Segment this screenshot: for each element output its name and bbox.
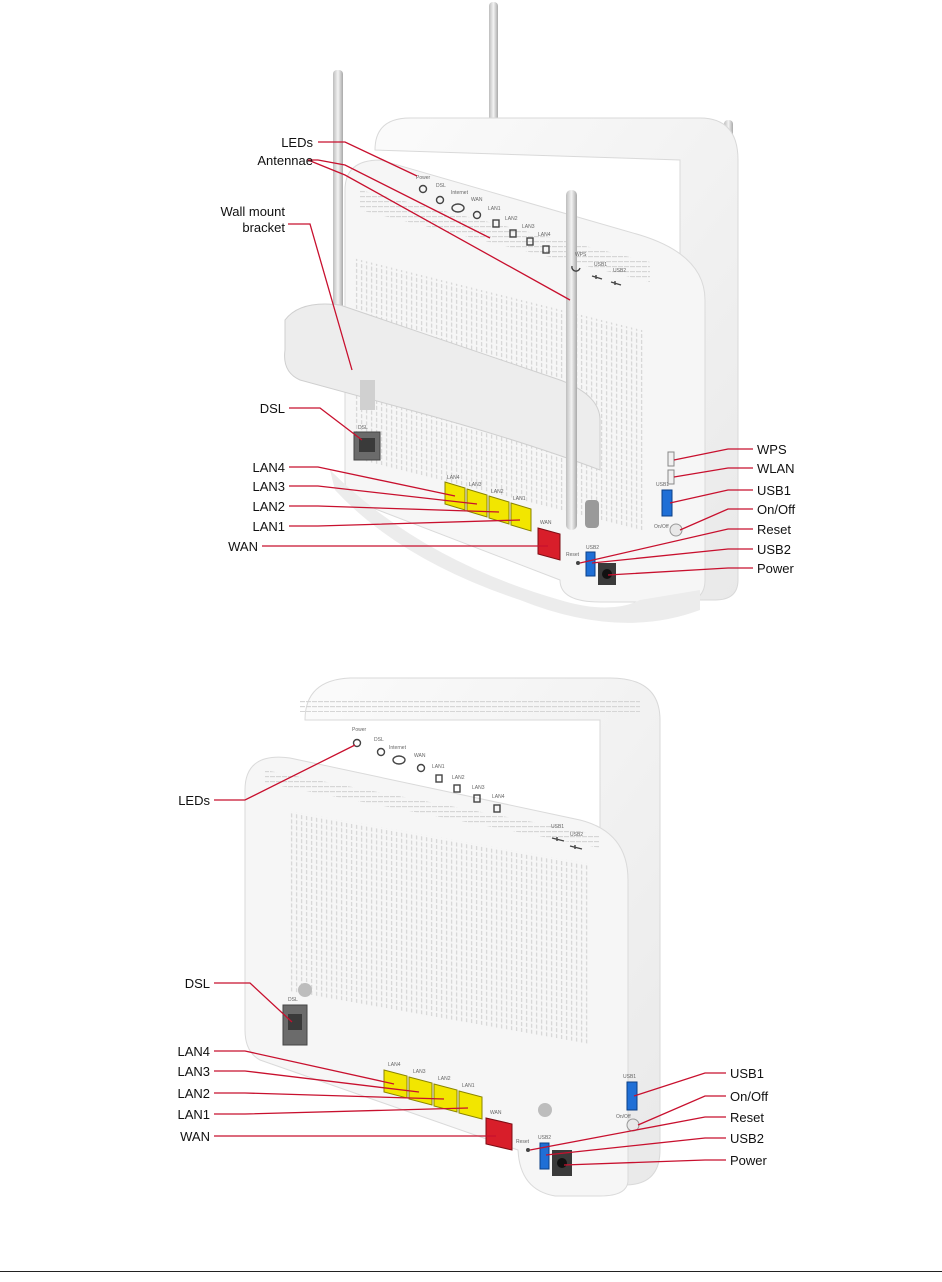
port-label-usb1-bottom: USB1 — [623, 1074, 636, 1080]
callout-top-usb1: USB1 — [757, 483, 791, 498]
callout-bottom-leds: LEDs — [178, 793, 210, 808]
port-label-lan1-bottom: LAN1 — [462, 1083, 475, 1089]
callout-top-antennae: Antennae — [257, 153, 313, 168]
top-router-illustration: Power DSL Internet WAN LAN1 LAN2 LAN3 LA… — [285, 2, 738, 623]
callout-top-wlan: WLAN — [757, 461, 795, 476]
foot-left — [298, 983, 312, 997]
led-label-usb2: USB2 — [613, 268, 626, 274]
callout-top-wan: WAN — [228, 539, 258, 554]
port-label-lan2-bottom: LAN2 — [438, 1076, 451, 1082]
wan-port — [538, 528, 560, 560]
bracket-arm — [360, 380, 375, 410]
port-label-onoff: On/Off — [654, 524, 669, 530]
callout-top-wall-mount-line2: bracket — [242, 220, 285, 235]
port-label-lan3: LAN3 — [469, 482, 482, 488]
callout-top-wps: WPS — [757, 442, 787, 457]
callout-bottom-reset: Reset — [730, 1110, 764, 1125]
internet-led-icon-bottom — [393, 756, 405, 764]
callout-bottom-usb1: USB1 — [730, 1066, 764, 1081]
wan-port-bottom — [486, 1118, 512, 1150]
led-label-lan4: LAN4 — [538, 232, 551, 238]
usb2-port — [586, 552, 595, 576]
port-label-lan4: LAN4 — [447, 475, 460, 481]
callout-bottom-lan2: LAN2 — [177, 1086, 210, 1101]
led-label-wps: WPS — [575, 252, 587, 258]
dsl-led-icon-bottom — [378, 749, 385, 756]
led-label-power-bottom: Power — [352, 727, 367, 733]
callout-top-usb2: USB2 — [757, 542, 791, 557]
top-vent-strip-bottom — [300, 700, 640, 712]
port-label-lan4-bottom: LAN4 — [388, 1062, 401, 1068]
led-label-lan3: LAN3 — [522, 224, 535, 230]
port-label-lan3-bottom: LAN3 — [413, 1069, 426, 1075]
led-label-lan2: LAN2 — [505, 216, 518, 222]
callout-top-lan3: LAN3 — [252, 479, 285, 494]
led-label-dsl: DSL — [436, 183, 446, 189]
led-label-dsl-bottom: DSL — [374, 737, 384, 743]
led-label-lan4-bottom: LAN4 — [492, 794, 505, 800]
reset-hole — [576, 561, 580, 565]
led-label-lan1: LAN1 — [488, 206, 501, 212]
port-label-wan: WAN — [540, 520, 552, 526]
lan2-led-icon-bottom — [454, 785, 460, 792]
callout-top-power: Power — [757, 561, 795, 576]
wan-led-icon-bottom — [418, 765, 425, 772]
callout-top-dsl: DSL — [260, 401, 285, 416]
led-label-power: Power — [416, 175, 431, 181]
port-label-dsl-bottom: DSL — [288, 997, 298, 1003]
callout-top-reset: Reset — [757, 522, 791, 537]
power-socket — [602, 569, 612, 579]
callout-top-lan2: LAN2 — [252, 499, 285, 514]
port-label-dsl: DSL — [358, 425, 368, 431]
led-label-internet: Internet — [451, 190, 469, 196]
foot-right — [538, 1103, 552, 1117]
callout-bottom-onoff: On/Off — [730, 1089, 768, 1104]
callout-bottom-lan3: LAN3 — [177, 1064, 210, 1079]
callout-bottom-dsl: DSL — [185, 976, 210, 991]
led-label-usb2-bottom: USB2 — [570, 832, 583, 838]
dsl-port-socket-bottom — [288, 1014, 302, 1030]
led-label-lan1-bottom: LAN1 — [432, 764, 445, 770]
antenna-front — [566, 190, 577, 530]
callout-top-wall-mount-line1: Wall mount — [220, 204, 285, 219]
antenna-hinge — [585, 500, 599, 528]
callout-top-leds: LEDs — [281, 135, 313, 150]
page-footer-rule — [0, 1271, 942, 1272]
port-label-reset-bottom: Reset — [516, 1139, 530, 1145]
port-label-lan1: LAN1 — [513, 496, 526, 502]
port-label-lan2: LAN2 — [491, 489, 504, 495]
port-label-usb1: USB1 — [656, 482, 669, 488]
callout-bottom-usb2: USB2 — [730, 1131, 764, 1146]
led-label-usb1-bottom: USB1 — [551, 824, 564, 830]
reset-hole-bottom — [526, 1148, 530, 1152]
callout-bottom-lan4: LAN4 — [177, 1044, 210, 1059]
callout-top-lan1: LAN1 — [252, 519, 285, 534]
callout-top-onoff: On/Off — [757, 502, 795, 517]
wps-button — [668, 452, 674, 466]
port-label-onoff-bottom: On/Off — [616, 1114, 631, 1120]
led-label-internet-bottom: Internet — [389, 745, 407, 751]
led-label-lan3-bottom: LAN3 — [472, 785, 485, 791]
callout-bottom-lan1: LAN1 — [177, 1107, 210, 1122]
port-label-reset: Reset — [566, 552, 580, 558]
port-label-wan-bottom: WAN — [490, 1110, 502, 1116]
lan1-led-icon-bottom — [436, 775, 442, 782]
power-socket-bottom — [557, 1158, 567, 1168]
led-label-lan2-bottom: LAN2 — [452, 775, 465, 781]
led-label-usb1: USB1 — [594, 262, 607, 268]
bottom-router-illustration: Power DSL Internet WAN LAN1 LAN2 LAN3 LA… — [245, 678, 660, 1196]
callout-top-lan4: LAN4 — [252, 460, 285, 475]
callout-bottom-power: Power — [730, 1153, 768, 1168]
led-label-wan-bottom: WAN — [414, 753, 426, 759]
port-label-usb2: USB2 — [586, 545, 599, 551]
port-label-usb2-bottom: USB2 — [538, 1135, 551, 1141]
led-label-wan: WAN — [471, 197, 483, 203]
callout-bottom-wan: WAN — [180, 1129, 210, 1144]
